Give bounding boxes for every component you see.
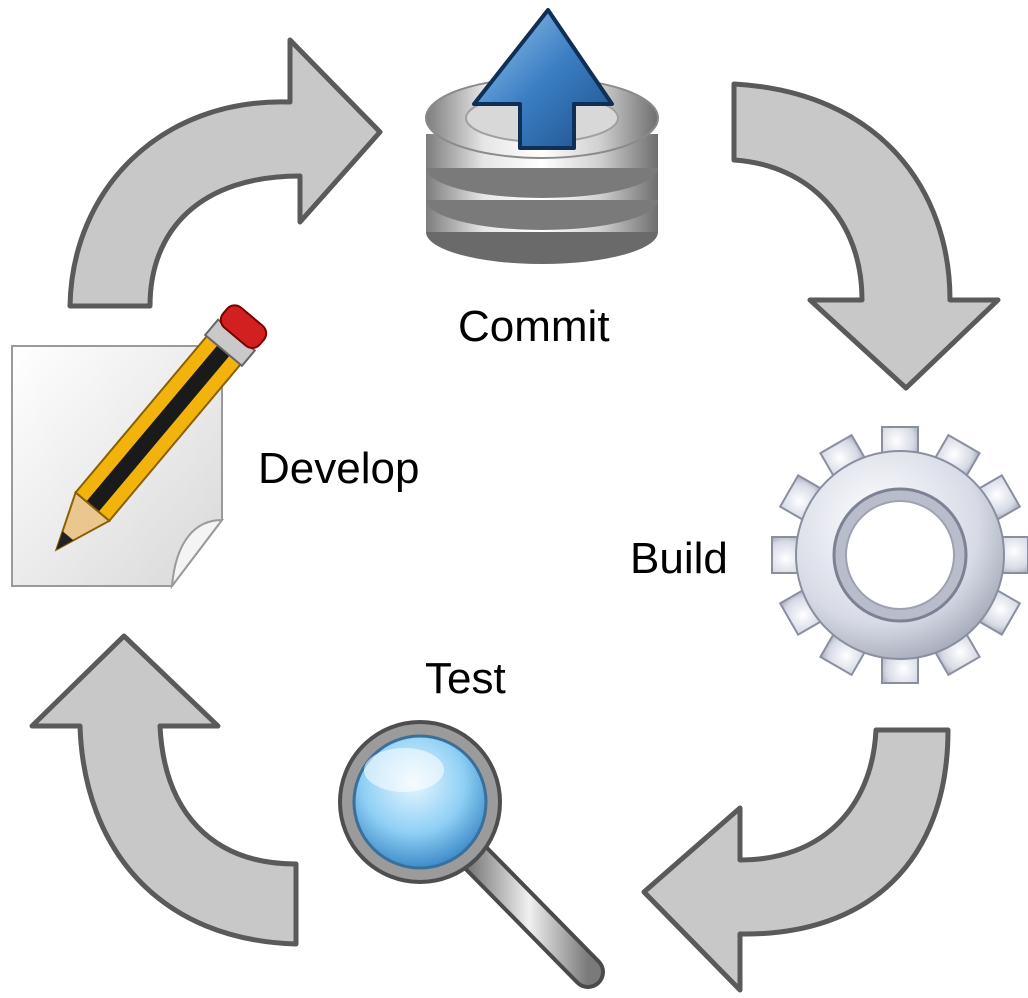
- step-label-test: Test: [425, 654, 506, 703]
- step-label-develop: Develop: [258, 444, 420, 493]
- step-label-build: Build: [630, 534, 728, 583]
- cycle-arrows: [29, 37, 1001, 993]
- magnifier-icon: [338, 720, 605, 989]
- gear-icon: [771, 426, 1028, 684]
- database-upload-icon: [425, 8, 659, 264]
- pencil-document-icon: [11, 304, 268, 590]
- step-label-commit: Commit: [458, 302, 610, 351]
- arrow-build-to-test: [641, 727, 951, 993]
- arrow-develop-to-commit: [67, 37, 383, 309]
- arrow-commit-to-build: [731, 81, 1001, 391]
- arrow-test-to-develop: [29, 633, 299, 947]
